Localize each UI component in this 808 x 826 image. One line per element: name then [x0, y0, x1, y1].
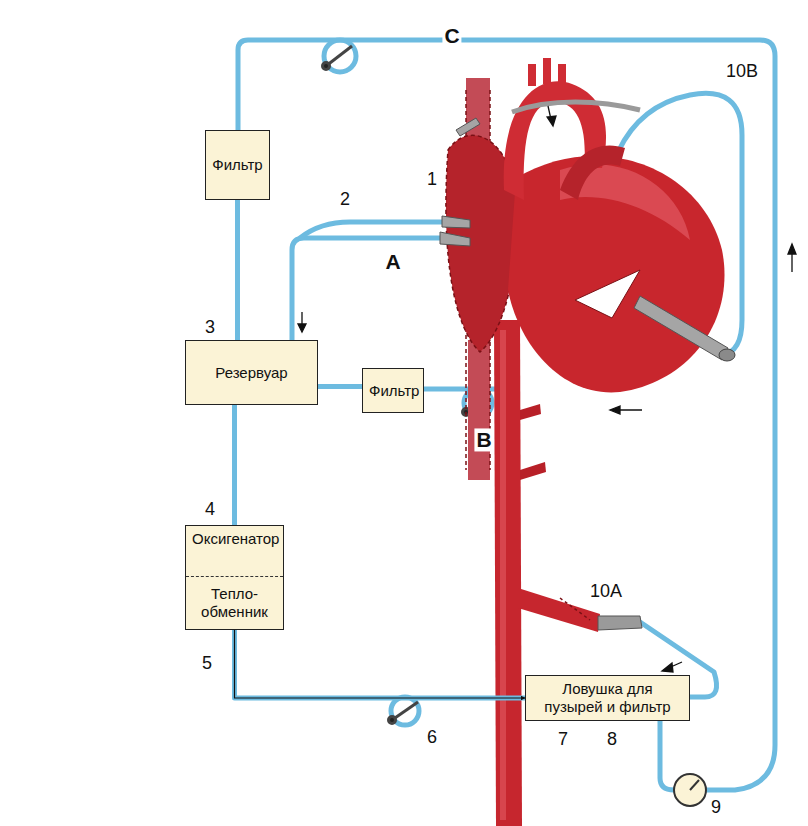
site-letter: A [383, 250, 402, 273]
venous-cannula [442, 216, 470, 228]
device-box: Фильтр [205, 130, 270, 200]
callout-number: 3 [203, 318, 217, 338]
tube-path [235, 630, 526, 698]
tube-path [235, 200, 240, 340]
arterial-cannula [598, 616, 642, 630]
arterial-branch [520, 462, 546, 480]
clamp-end [389, 717, 396, 724]
venous-cannula [440, 232, 470, 246]
callout-number: 4 [203, 500, 217, 520]
descending-aorta [494, 320, 522, 826]
site-letter: C [442, 24, 461, 47]
callout-number: 2 [338, 190, 352, 210]
tube-path [232, 405, 237, 525]
flow-arrow [788, 244, 796, 272]
box-label: Резервуар [192, 364, 311, 382]
callout-number: 1 [425, 170, 439, 190]
vent-cannula [634, 296, 728, 360]
tube-path [318, 384, 362, 389]
pump-needle [690, 780, 699, 790]
box-label: Тепло- обменник [186, 576, 283, 625]
box-label: Фильтр [212, 156, 263, 174]
flow-arrow [610, 406, 642, 414]
venous-tube [300, 222, 448, 238]
flow-arrow [662, 662, 682, 672]
tube-connector [318, 386, 362, 387]
suction-cannula [456, 118, 480, 136]
box-label: Фильтр [369, 382, 417, 400]
tube-connector [235, 630, 526, 698]
device-box: Фильтр [362, 368, 424, 413]
callout-number: 5 [200, 654, 214, 674]
tube-connector [237, 200, 238, 340]
oxygenator-box: ОксигенаторТепло- обменник [185, 525, 284, 630]
site-letter: B [474, 428, 493, 451]
flow-arrow [298, 312, 306, 332]
box-label: Оксигенатор [192, 530, 277, 548]
callout-number: 7 [556, 730, 570, 750]
aorta-highlight [500, 330, 506, 820]
callout-number: 10B [724, 62, 760, 82]
pump-tube [660, 710, 674, 790]
pulmonary-artery [560, 145, 625, 200]
arch-branch [558, 64, 566, 88]
arterial-branch [520, 404, 541, 420]
aortic-arch [504, 81, 606, 200]
arch-branch [543, 58, 551, 84]
flow-line [234, 405, 235, 525]
callout-number: 9 [709, 798, 723, 818]
inferior-vena-cava [468, 340, 490, 480]
suture [560, 598, 590, 620]
callout-number: 6 [425, 728, 439, 748]
heart-ventricles [508, 156, 725, 392]
arch-branch [528, 64, 536, 86]
flow-line [237, 200, 238, 340]
flow-line [318, 386, 362, 387]
callout-number: 8 [605, 730, 619, 750]
root-cannula [512, 102, 640, 112]
tube-connector [234, 405, 235, 525]
cannula-hub [719, 349, 735, 361]
device-box: Ловушка для пузырей и фильтр [525, 675, 690, 721]
flow-arrow [547, 106, 556, 126]
box-label: Ловушка для пузырей и фильтр [532, 680, 683, 716]
callout-number: 10A [588, 582, 624, 602]
device-box: Резервуар [185, 340, 318, 405]
clamp-end [323, 63, 330, 70]
pump-gauge [674, 774, 706, 806]
atrial-incision [575, 270, 640, 318]
flow-line [235, 630, 526, 698]
